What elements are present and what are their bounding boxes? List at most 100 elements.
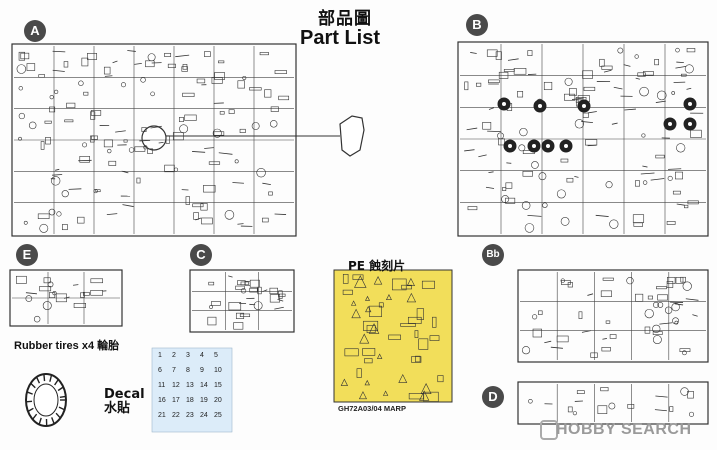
sprue-a-part: [213, 131, 225, 136]
sprue-b-part: [564, 77, 573, 86]
sprue-b-part: [475, 82, 482, 87]
pe-part: [407, 316, 422, 324]
sprue-b-part: [603, 69, 612, 73]
decal-number: 10: [214, 367, 222, 374]
sprue-a-part: [39, 223, 49, 233]
tires-label: Rubber tires x4 輪胎: [14, 340, 120, 352]
sprue-a-part: [26, 63, 36, 71]
sprue-a-part: [251, 122, 260, 130]
tire-tread: [32, 413, 38, 420]
sprue-a-part: [262, 182, 271, 186]
sprue-b-part: [599, 58, 605, 67]
sprue-b-part: [569, 88, 577, 96]
sprue-bb-part: [609, 334, 617, 339]
sprue-b-part: [686, 48, 696, 53]
sprue-bb-part: [600, 290, 612, 297]
sprue-d-part: [680, 387, 689, 396]
sprue-a-part: [123, 139, 128, 143]
sprue-b-part: [488, 171, 494, 174]
sprue-bb-part: [692, 314, 698, 317]
decal-number: 8: [186, 367, 190, 374]
pe-part: [366, 325, 376, 334]
sprue-e-part: [80, 292, 85, 298]
sprue-d-part: [669, 406, 674, 412]
sprue-badge-c: C: [190, 244, 212, 266]
sprue-b-frame: [457, 41, 709, 237]
decal-number: 17: [172, 397, 180, 404]
sprue-a-part: [200, 203, 208, 211]
sprue-e-part: [33, 315, 41, 323]
sprue-a-part: [259, 52, 269, 56]
sprue-a-part: [18, 51, 26, 61]
sprue-a-part: [90, 135, 95, 143]
sprue-badge-b: B: [466, 14, 488, 36]
sprue-a-part: [87, 53, 98, 60]
wheel-hub: [508, 144, 512, 148]
sprue-badge-d: D: [482, 386, 504, 408]
sprue-e-part: [16, 275, 27, 284]
sprue-a-part: [28, 121, 37, 130]
sprue-b-part: [542, 202, 548, 208]
sprue-c-part: [228, 275, 233, 278]
decal-number: 20: [214, 397, 222, 404]
sprue-b-part: [513, 68, 527, 75]
decal-number: 9: [200, 367, 204, 374]
sprue-e-part: [83, 291, 90, 296]
decal-number: 3: [186, 352, 190, 359]
sprue-badge-e: E: [16, 244, 38, 266]
tire-tread: [43, 374, 46, 382]
sprue-e-part: [42, 301, 52, 311]
pe-sheet: [333, 269, 453, 403]
sprue-bb-part: [644, 308, 654, 319]
pe-part: [414, 330, 419, 338]
pe-part: [418, 338, 429, 350]
sprue-a-part: [262, 217, 269, 223]
decal-number: 1: [158, 352, 162, 359]
sprue-badge-bb: Bb: [482, 244, 504, 266]
pe-part: [385, 294, 392, 300]
sprue-e-part: [72, 284, 79, 286]
sprue-bb-part: [635, 293, 644, 302]
sprue-b-part: [482, 122, 492, 130]
sprue-c-part: [277, 299, 284, 302]
sprue-b-part: [582, 70, 593, 79]
decal-number: 25: [214, 412, 222, 419]
decal-number: 19: [200, 397, 208, 404]
sprue-e-part: [73, 303, 86, 308]
sprue-b-part: [601, 65, 613, 70]
sprue-details: [12, 44, 706, 427]
turret-part: [339, 115, 365, 157]
pe-part: [350, 300, 357, 306]
sprue-a-part: [182, 92, 195, 97]
sprue-a-part: [143, 145, 148, 150]
sprue-a-part: [122, 204, 134, 207]
pe-part: [392, 278, 407, 291]
sprue-a-part: [164, 164, 175, 173]
sprue-a-part: [18, 136, 22, 141]
sprue-b-part: [650, 178, 665, 181]
sprue-c-part: [235, 312, 245, 319]
pe-part: [432, 316, 437, 328]
sprue-a-part: [139, 139, 151, 142]
sprue-a-part: [150, 125, 162, 129]
sprue-bb-part: [581, 330, 591, 333]
sprue-c-part: [274, 306, 284, 310]
sprue-b-part: [633, 222, 643, 227]
sprue-c-part: [237, 280, 246, 286]
sprue-b-part: [623, 64, 631, 67]
sprue-a-part: [158, 142, 164, 144]
sprue-b-part: [642, 165, 648, 168]
sprue-b-part: [684, 204, 689, 209]
pe-part: [358, 391, 367, 400]
tire-tread: [51, 417, 55, 425]
sprue-bb-part: [587, 293, 594, 296]
sprue-d-part: [576, 390, 585, 394]
pe-part: [362, 348, 376, 356]
sprue-a-part: [234, 159, 239, 164]
sprue-b-part: [666, 221, 676, 225]
sprue-bb-part: [605, 320, 611, 324]
sprue-b-part: [635, 77, 640, 80]
sprue-b-part: [613, 86, 623, 90]
sprue-bb-part: [578, 311, 583, 319]
sprue-b-part: [686, 87, 692, 90]
